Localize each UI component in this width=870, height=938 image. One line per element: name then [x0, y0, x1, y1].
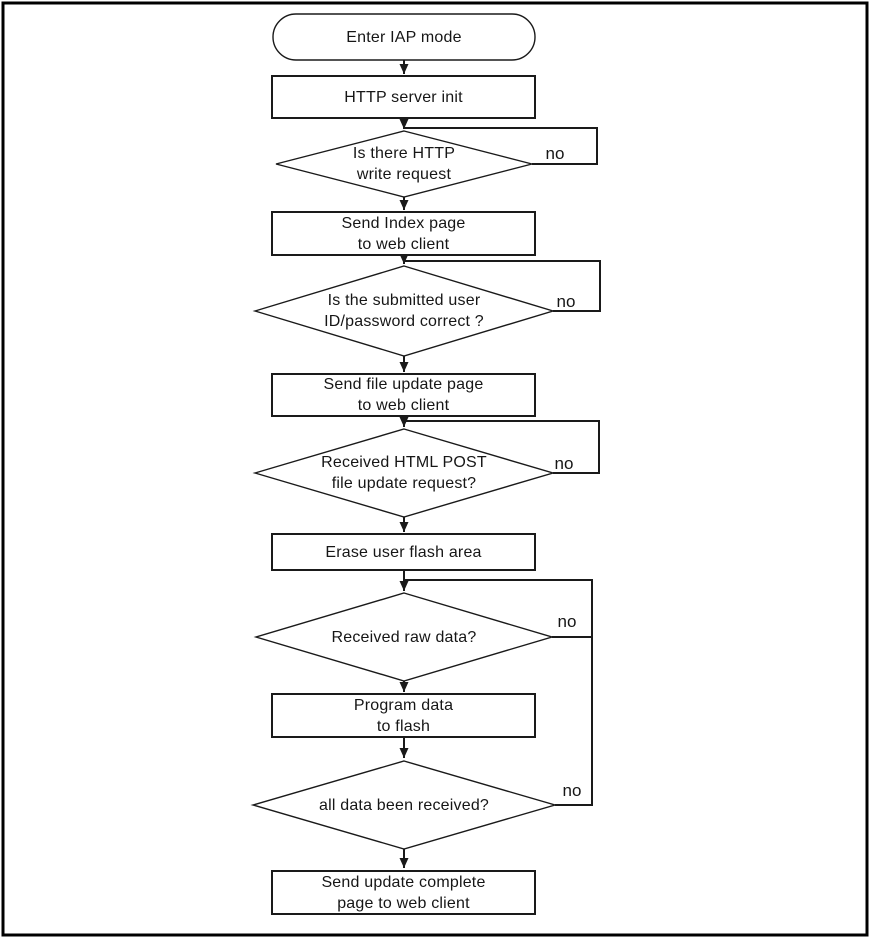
loop-line-all-data-received	[404, 579, 593, 806]
process-send-file-update-page	[271, 373, 536, 417]
terminal-enter-iap-mode	[272, 13, 536, 61]
decision-received-html-post	[252, 428, 556, 518]
decision-http-write-request	[275, 130, 533, 198]
process-send-index-page	[271, 211, 536, 256]
process-http-server-init	[271, 75, 536, 119]
loop-line-http-write-request	[404, 127, 598, 165]
process-erase-user-flash	[271, 533, 536, 571]
decision-received-raw-data	[253, 592, 555, 682]
decision-all-data-received	[250, 760, 558, 850]
decision-id-password-correct	[252, 265, 556, 357]
loop-line-id-password-correct	[404, 260, 601, 312]
process-send-update-complete	[271, 870, 536, 915]
process-program-data-to-flash	[271, 693, 536, 738]
loop-line-received-html-post	[404, 420, 600, 474]
